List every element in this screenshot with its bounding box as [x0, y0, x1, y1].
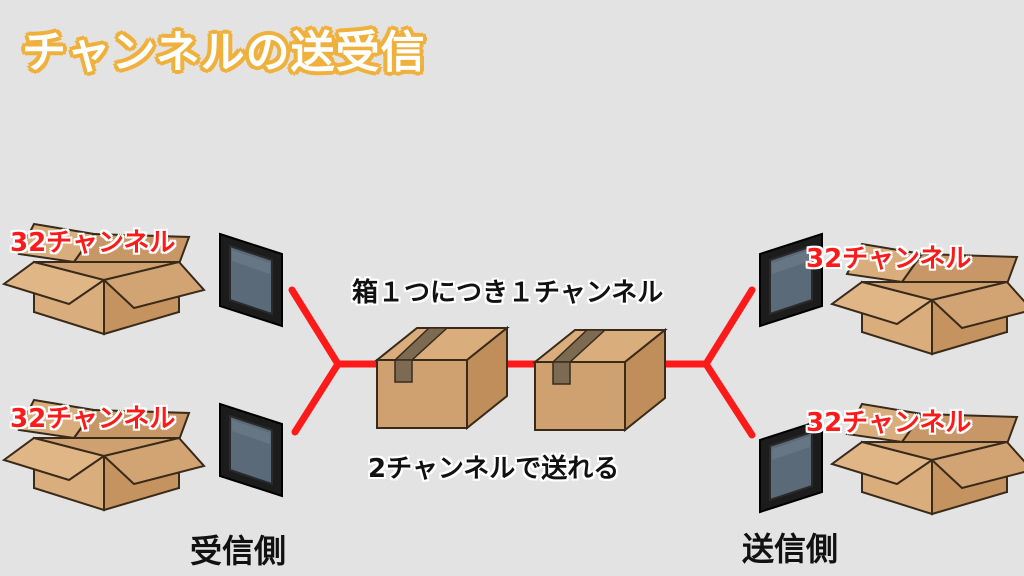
sealed-box-icon [534, 329, 666, 431]
monitor-icon [219, 233, 283, 327]
sealed-box-icon [376, 327, 508, 429]
receiver-side-label: 受信側 [190, 532, 287, 570]
page-title: チャンネルの送受信 [22, 27, 426, 78]
sender-side-label: 送信側 [742, 530, 839, 568]
channel-label-left-bottom: 32チャンネル [10, 404, 176, 434]
monitor-icon [219, 403, 283, 497]
two-channel-note: 2チャンネルで送れる [368, 454, 620, 484]
channel-label-right-top: 32チャンネル [806, 244, 972, 274]
channel-label-right-bottom: 32チャンネル [806, 408, 972, 438]
channel-label-left-top: 32チャンネル [10, 228, 176, 258]
box-channel-note: 箱１つにつき１チャンネル [352, 278, 664, 308]
wire-lines [288, 286, 756, 439]
